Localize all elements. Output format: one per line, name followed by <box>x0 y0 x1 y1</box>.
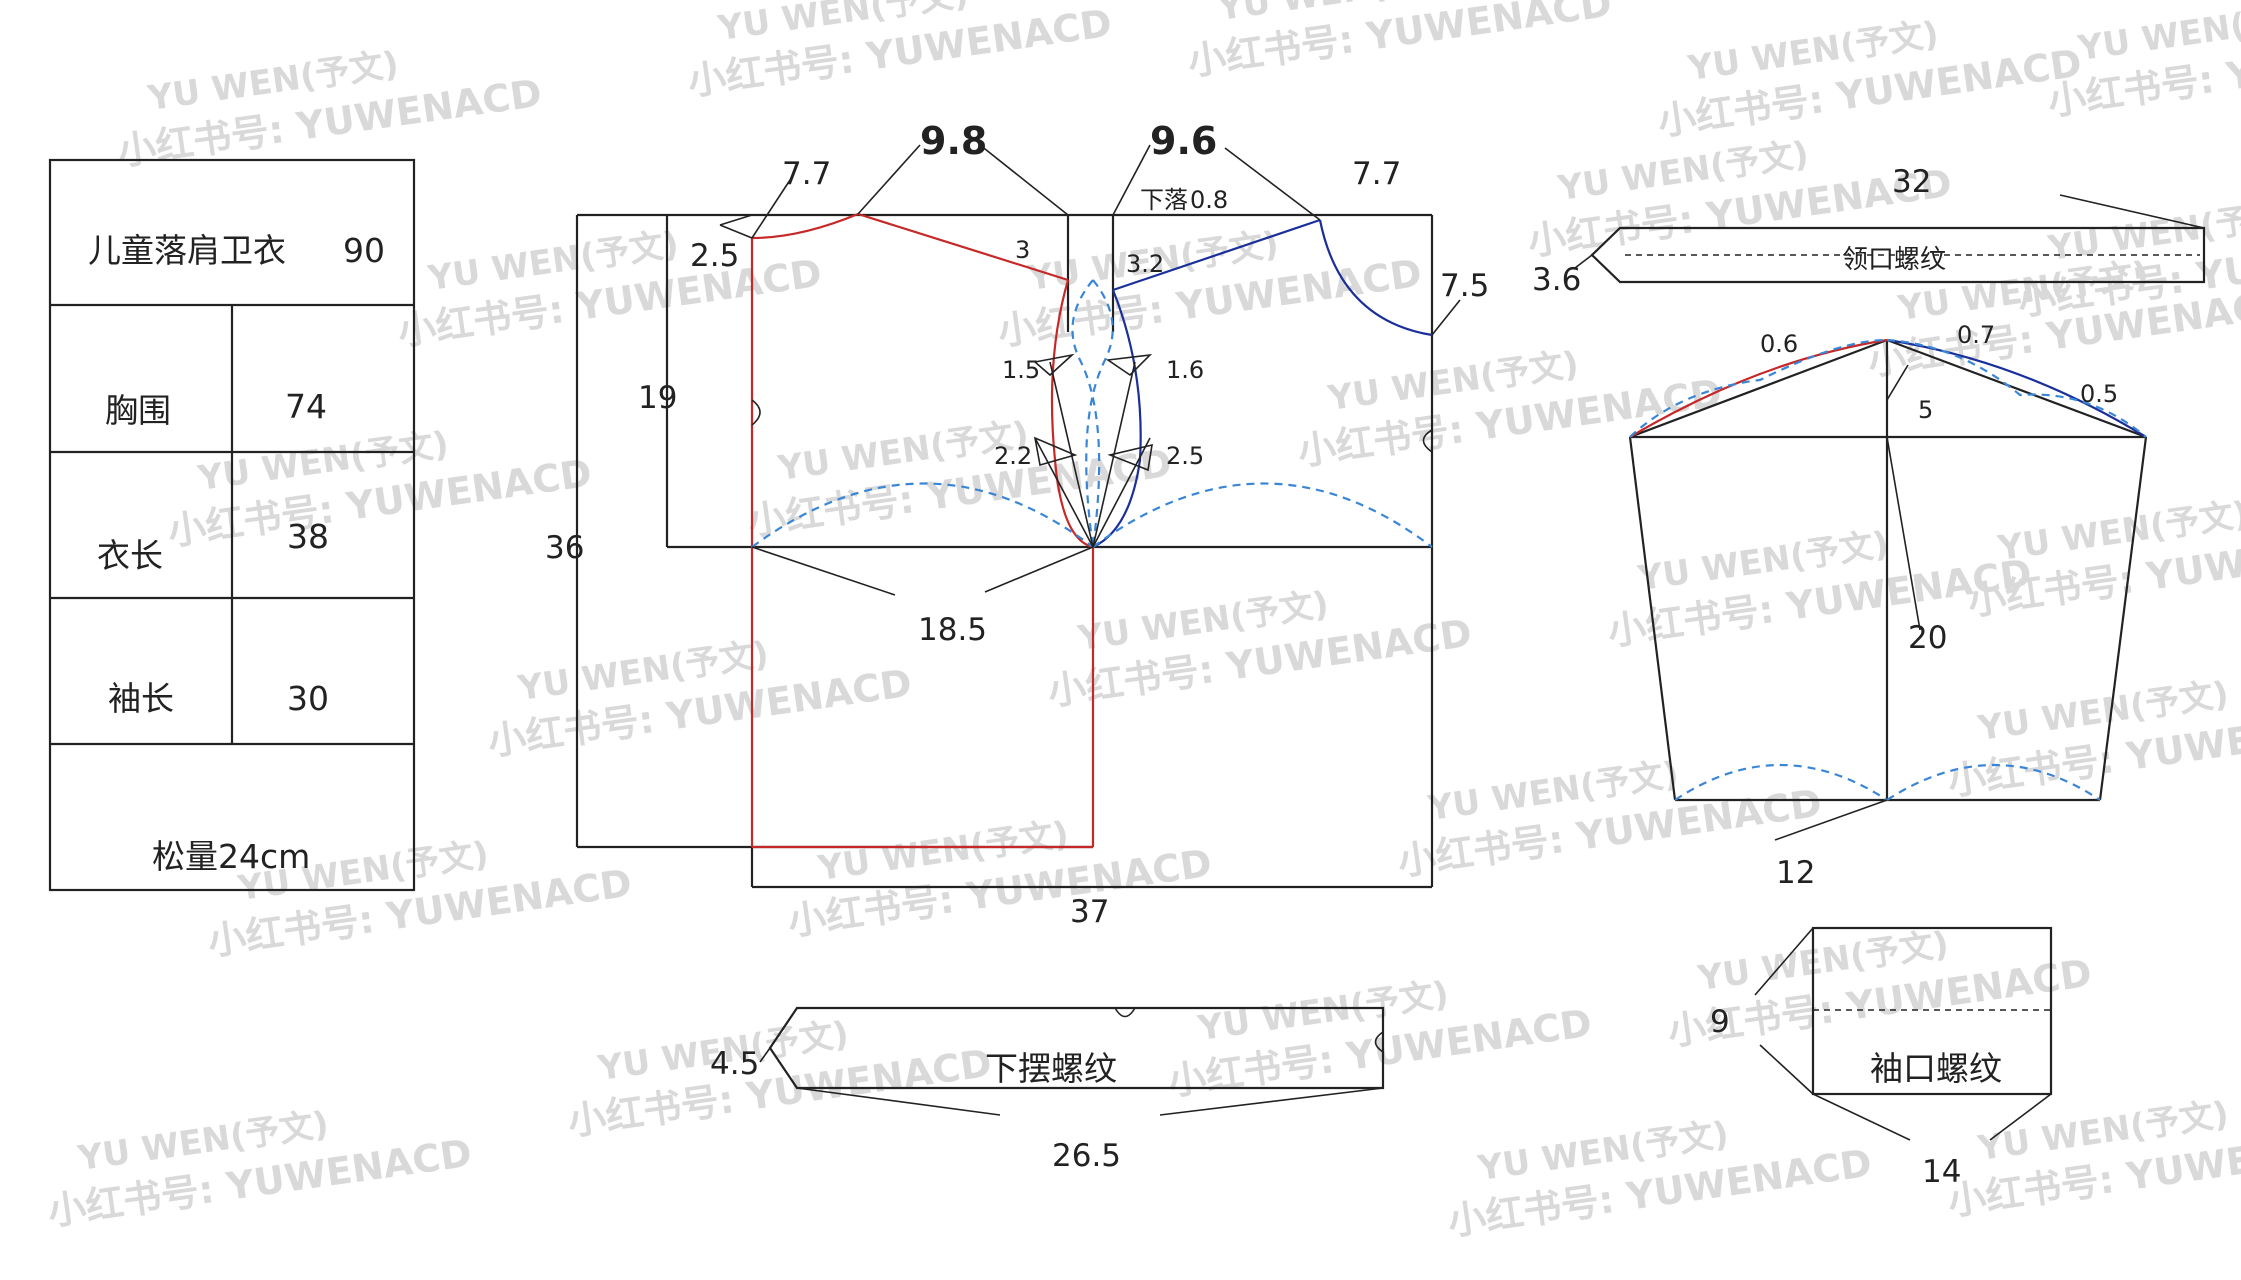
spec-label-chest: 胸围 <box>105 391 171 430</box>
spec-value-length: 38 <box>287 517 329 556</box>
hem-rib-piece: 4.5 下摆螺纹 26.5 <box>710 1006 1385 1174</box>
body-pattern-piece: 9.8 9.6 7.7 7.7 2.5 7.5 下落 0.8 3 3.2 1.5… <box>545 119 1489 930</box>
label-hem-width: 4.5 <box>710 1046 759 1082</box>
spec-table: 儿童落肩卫衣 90 胸围 74 衣长 38 袖长 30 松量24cm <box>48 158 416 892</box>
label-cuff-width: 12 <box>1776 855 1815 891</box>
label-collar-width: 3.6 <box>1532 262 1581 298</box>
label-cuff-rib: 袖口螺纹 <box>1870 1049 2002 1088</box>
collar-rib-piece: 32 3.6 领口螺纹 <box>1532 164 2206 298</box>
label-drop-value: 0.8 <box>1190 186 1228 214</box>
label-cap-height: 5 <box>1918 396 1933 424</box>
spec-value-sleeve: 30 <box>287 679 329 718</box>
sleeve-pattern-piece: 0.6 0.7 0.5 5 20 12 <box>1628 321 2148 891</box>
label-shoulder-right: 7.7 <box>1352 156 1401 192</box>
spec-title: 儿童落肩卫衣 <box>88 231 286 270</box>
label-collar-rib: 领口螺纹 <box>1842 245 1946 275</box>
label-length: 36 <box>545 530 584 566</box>
label-sleeve-length: 20 <box>1908 620 1947 656</box>
label-collar-length: 32 <box>1892 164 1931 200</box>
label-neck-front: 9.8 <box>920 119 987 163</box>
spec-ease: 松量24cm <box>152 837 310 876</box>
cuff-rib-piece: 9 袖口螺纹 14 <box>1710 926 2053 1190</box>
label-cap-1: 0.6 <box>1760 330 1798 358</box>
label-dart-2: 1.6 <box>1166 356 1204 384</box>
spec-label-sleeve: 袖长 <box>108 679 174 718</box>
label-cuff-length: 14 <box>1922 1154 1961 1190</box>
label-drop: 下落 <box>1140 186 1188 214</box>
label-dart-3: 2.2 <box>994 442 1032 470</box>
label-slope-left: 2.5 <box>690 238 739 274</box>
label-half-chest: 18.5 <box>918 612 987 648</box>
label-neck-depth-front: 3 <box>1015 236 1030 264</box>
label-cap-3: 0.5 <box>2080 380 2118 408</box>
spec-size: 90 <box>343 231 385 270</box>
spec-value-chest: 74 <box>285 387 327 426</box>
label-armhole-depth: 19 <box>638 380 677 416</box>
label-neck-depth-back: 3.2 <box>1126 250 1164 278</box>
label-cap-2: 0.7 <box>1957 321 1995 349</box>
label-hem-length: 26.5 <box>1052 1138 1121 1174</box>
label-shoulder-left: 7.7 <box>782 156 831 192</box>
label-dart-1: 1.5 <box>1002 356 1040 384</box>
label-width: 37 <box>1070 894 1109 930</box>
label-neck-back: 9.6 <box>1150 119 1217 163</box>
label-slope-right: 7.5 <box>1440 268 1489 304</box>
label-dart-4: 2.5 <box>1166 442 1204 470</box>
label-cuff-width-rib: 9 <box>1710 1004 1730 1040</box>
spec-label-length: 衣长 <box>97 536 163 575</box>
label-hem-rib: 下摆螺纹 <box>985 1049 1117 1088</box>
